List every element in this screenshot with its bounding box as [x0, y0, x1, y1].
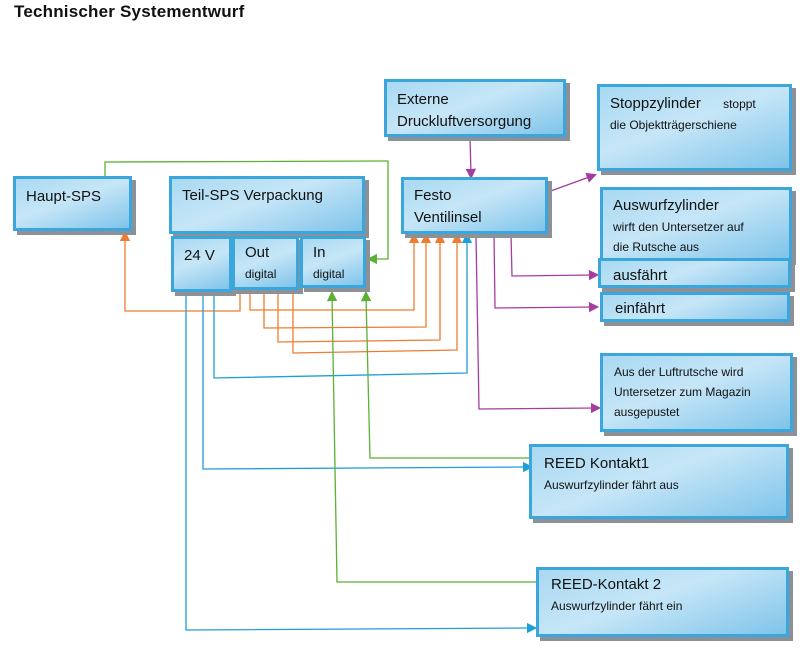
- out-sub-label: digital: [245, 267, 277, 281]
- wire-out-to-haupt: [119, 230, 241, 312]
- out-label: Out: [245, 244, 270, 261]
- auswurfzylinder-desc2: die Rutsche aus: [613, 240, 700, 254]
- einfaehrt-box[interactable]: einfährt: [600, 292, 790, 322]
- luftrutsche-line1: Aus der Luftrutsche wird: [614, 365, 744, 379]
- wire-out-to-festo-2: [263, 232, 432, 329]
- out-digital-box[interactable]: Out digital: [232, 236, 299, 290]
- wire-festo-to-stopp: [547, 172, 597, 193]
- in-label: In: [313, 244, 326, 261]
- reed1-label: REED Kontakt1: [544, 455, 650, 472]
- wire-reed2-to-in: [326, 290, 536, 583]
- 24v-box[interactable]: 24 V: [171, 236, 232, 292]
- externe-line1: Externe: [397, 91, 449, 108]
- festo-line2: Ventilinsel: [414, 209, 482, 226]
- reed2-desc: Auswurfzylinder fährt ein: [551, 599, 683, 613]
- luftrutsche-line2: Untersetzer zum Magazin: [614, 385, 751, 399]
- stoppzylinder-label: Stoppzylinder: [610, 95, 701, 112]
- wire-festo-to-luft: [475, 234, 602, 414]
- wire-festo-to-einfaehrt: [493, 234, 600, 313]
- wire-out-to-festo-3: [277, 232, 446, 343]
- stoppzylinder-box[interactable]: Stoppzylinder stoppt die Objektträgersch…: [597, 84, 792, 171]
- reed-kontakt1-box[interactable]: REED Kontakt1 Auswurfzylinder fährt aus: [529, 444, 789, 519]
- in-sub-label: digital: [313, 267, 345, 281]
- diagram-title: Technischer Systementwurf: [14, 2, 245, 21]
- wire-24v-to-festo: [213, 232, 473, 379]
- externe-line2: Druckluftversorgung: [397, 113, 532, 130]
- ausfaehrt-box[interactable]: ausfährt: [598, 258, 791, 288]
- teil-sps-box[interactable]: Teil-SPS Verpackung: [169, 176, 365, 234]
- wire-externe-to-festo: [465, 137, 477, 180]
- wire-festo-to-ausfaehrt: [510, 234, 600, 281]
- haupt-sps-box[interactable]: Haupt-SPS: [13, 176, 132, 231]
- reed1-desc: Auswurfzylinder fährt aus: [544, 478, 679, 492]
- teil-sps-label: Teil-SPS Verpackung: [182, 187, 323, 204]
- wire-haupt-to-in: [104, 160, 389, 265]
- auswurfzylinder-label: Auswurfzylinder: [613, 197, 719, 214]
- luftrutsche-box[interactable]: Aus der Luftrutsche wird Untersetzer zum…: [600, 353, 793, 432]
- wire-out-to-festo-4: [292, 232, 463, 354]
- festo-ventilinsel-box[interactable]: Festo Ventilinsel: [401, 177, 548, 234]
- reed-kontakt2-box[interactable]: REED-Kontakt 2 Auswurfzylinder fährt ein: [536, 567, 789, 637]
- auswurfzylinder-desc1: wirft den Untersetzer auf: [613, 220, 744, 234]
- 24v-label: 24 V: [184, 247, 215, 264]
- festo-line1: Festo: [414, 187, 452, 204]
- ausfaehrt-label: ausfährt: [613, 267, 668, 284]
- auswurfzylinder-box[interactable]: Auswurfzylinder wirft den Untersetzer au…: [600, 187, 792, 261]
- reed2-label: REED-Kontakt 2: [551, 576, 662, 593]
- in-digital-box[interactable]: In digital: [300, 236, 366, 288]
- wire-24v-to-reed1: [202, 293, 534, 473]
- wire-24v-to-reed2: [185, 293, 538, 634]
- einfaehrt-label: einfährt: [615, 300, 666, 317]
- stoppzylinder-title: Stoppzylinder stoppt: [610, 93, 779, 115]
- wire-reed1-to-in: [360, 290, 530, 459]
- luftrutsche-line3: ausgepustet: [614, 405, 680, 419]
- stoppzylinder-desc: die Objektträgerschiene: [610, 118, 737, 132]
- stoppzylinder-inline: stoppt: [723, 97, 756, 111]
- externe-druckluft-box[interactable]: Externe Druckluftversorgung: [384, 79, 566, 137]
- haupt-sps-label: Haupt-SPS: [26, 188, 102, 205]
